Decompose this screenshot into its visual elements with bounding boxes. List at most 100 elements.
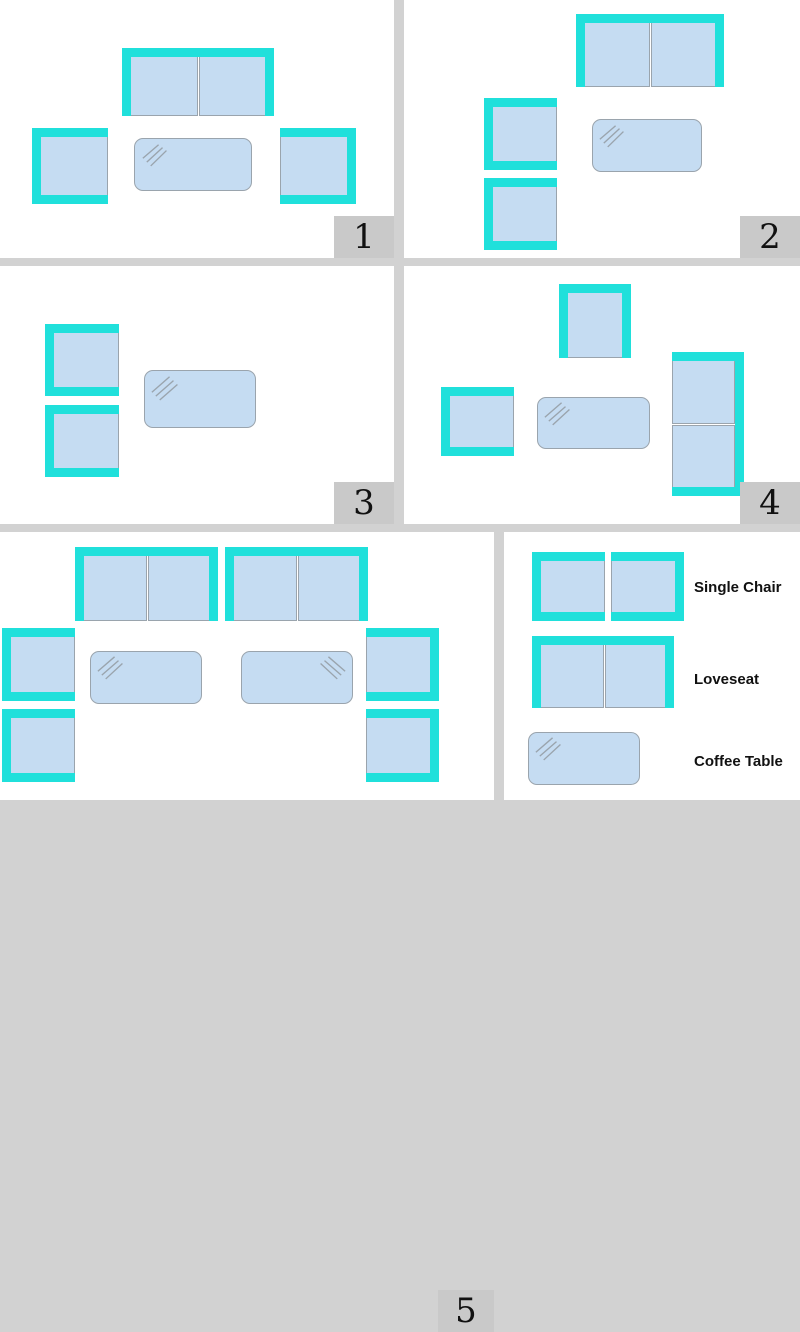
single-chair[interactable] (280, 128, 356, 204)
chair-arm-top (45, 324, 119, 333)
coffee-table[interactable] (90, 651, 202, 704)
chair-cushion (366, 714, 431, 775)
coffee-table[interactable] (144, 370, 256, 428)
single-chair (611, 552, 684, 621)
single-chair[interactable] (484, 178, 557, 250)
legend-label-single-chair: Single Chair (694, 579, 782, 596)
chair-arm-top (32, 128, 108, 137)
chair-cushion (53, 329, 119, 389)
chair-back-bar (2, 628, 11, 701)
single-chair[interactable] (45, 405, 119, 477)
chair-arm-top (532, 552, 605, 561)
panel-number: 2 (759, 217, 781, 257)
legend-item-loveseat: Loveseat (504, 636, 800, 711)
glass-hatch-icon (535, 737, 561, 761)
glass-hatch-icon (142, 144, 167, 167)
chair-arm-bottom (484, 161, 557, 170)
coffee-table[interactable] (241, 651, 353, 704)
single-chair[interactable] (441, 387, 514, 456)
chair-cushion (611, 557, 676, 614)
chair-arm-top (2, 709, 75, 718)
chair-cushion (492, 183, 557, 243)
panel-number-badge: 3 (334, 482, 394, 524)
coffee-table[interactable] (537, 397, 650, 449)
panel-number-badge: 1 (334, 216, 394, 258)
single-chair[interactable] (366, 709, 439, 782)
loveseat-cushion-left (83, 555, 147, 621)
chair-arm-bottom (45, 468, 119, 477)
panel-number-badge: 2 (740, 216, 800, 258)
chair-back-bar (484, 98, 493, 170)
loveseat-arm-top (672, 352, 744, 361)
chair-back-bar (45, 405, 54, 477)
chair-arm-top (366, 628, 439, 637)
chair-arm-top (441, 387, 514, 396)
arrangement-panel-4[interactable]: 4 (404, 266, 800, 524)
single-chair[interactable] (2, 709, 75, 782)
loveseat-arm-left (225, 547, 234, 621)
loveseat-cushion-right (651, 22, 717, 87)
panel-number: 4 (759, 483, 781, 523)
loveseat-arm-bottom (672, 487, 744, 496)
loveseat (532, 636, 674, 708)
panel-number: 3 (353, 483, 375, 523)
chair-arm-top (484, 98, 557, 107)
single-chair[interactable] (366, 628, 439, 701)
single-chair (532, 552, 605, 621)
loveseat-cushion-left (233, 555, 297, 621)
panel-number: 5 (455, 1291, 477, 1331)
single-chair[interactable] (2, 628, 75, 701)
loveseat[interactable] (122, 48, 274, 116)
chair-arm-bottom (2, 692, 75, 701)
chair-back-bar (347, 128, 356, 204)
loveseat-back-bar (735, 352, 744, 496)
arrangement-panel-2[interactable]: 2 (404, 0, 800, 258)
loveseat-back-bar (532, 636, 674, 645)
chair-back-bar (430, 709, 439, 782)
chair-cushion (53, 410, 119, 470)
single-chair[interactable] (559, 284, 631, 358)
chair-cushion (366, 633, 431, 694)
single-chair[interactable] (32, 128, 108, 204)
glass-hatch-icon (599, 125, 624, 148)
furniture-legend: Single Chair Loveseat (504, 532, 800, 800)
chair-arm-top (366, 709, 439, 718)
glass-hatch-icon (320, 656, 346, 680)
coffee-table[interactable] (592, 119, 702, 172)
chair-back-bar (675, 552, 684, 621)
legend-item-coffee-table: Coffee Table (504, 728, 800, 794)
loveseat-cushion-top (672, 360, 735, 424)
coffee-table[interactable] (134, 138, 252, 191)
loveseat-arm-left (576, 14, 585, 87)
chair-back-bar (2, 709, 11, 782)
loveseat-arm-right (715, 14, 724, 87)
chair-arm-top (611, 552, 684, 561)
chair-arm-top (2, 628, 75, 637)
loveseat[interactable] (225, 547, 368, 621)
loveseat-cushion-right (298, 555, 362, 621)
arrangement-panel-5[interactable]: 5 (0, 532, 494, 1332)
loveseat-back-bar (576, 14, 724, 23)
single-chair[interactable] (45, 324, 119, 396)
chair-arm-top (484, 178, 557, 187)
chair-cushion (40, 136, 108, 196)
chair-cushion (540, 557, 605, 614)
chair-cushion (10, 714, 75, 775)
loveseat[interactable] (75, 547, 218, 621)
arrangement-panel-3[interactable]: 3 (0, 266, 394, 737)
legend-item-single-chair: Single Chair (504, 532, 800, 621)
chair-arm-left (559, 284, 568, 358)
single-chair[interactable] (484, 98, 557, 170)
loveseat-back-bar (75, 547, 218, 556)
arrangement-panel-1[interactable]: 1 (0, 0, 394, 258)
loveseat-arm-right (265, 48, 274, 116)
chair-arm-bottom (441, 447, 514, 456)
chair-arm-bottom (32, 195, 108, 204)
loveseat-back-bar (122, 48, 274, 57)
chair-back-bar (45, 324, 54, 396)
loveseat[interactable] (576, 14, 724, 87)
loveseat-cushion-bottom (672, 425, 735, 489)
loveseat[interactable] (672, 352, 744, 496)
legend-label-coffee-table: Coffee Table (694, 753, 783, 770)
loveseat-cushion-right (199, 56, 267, 116)
